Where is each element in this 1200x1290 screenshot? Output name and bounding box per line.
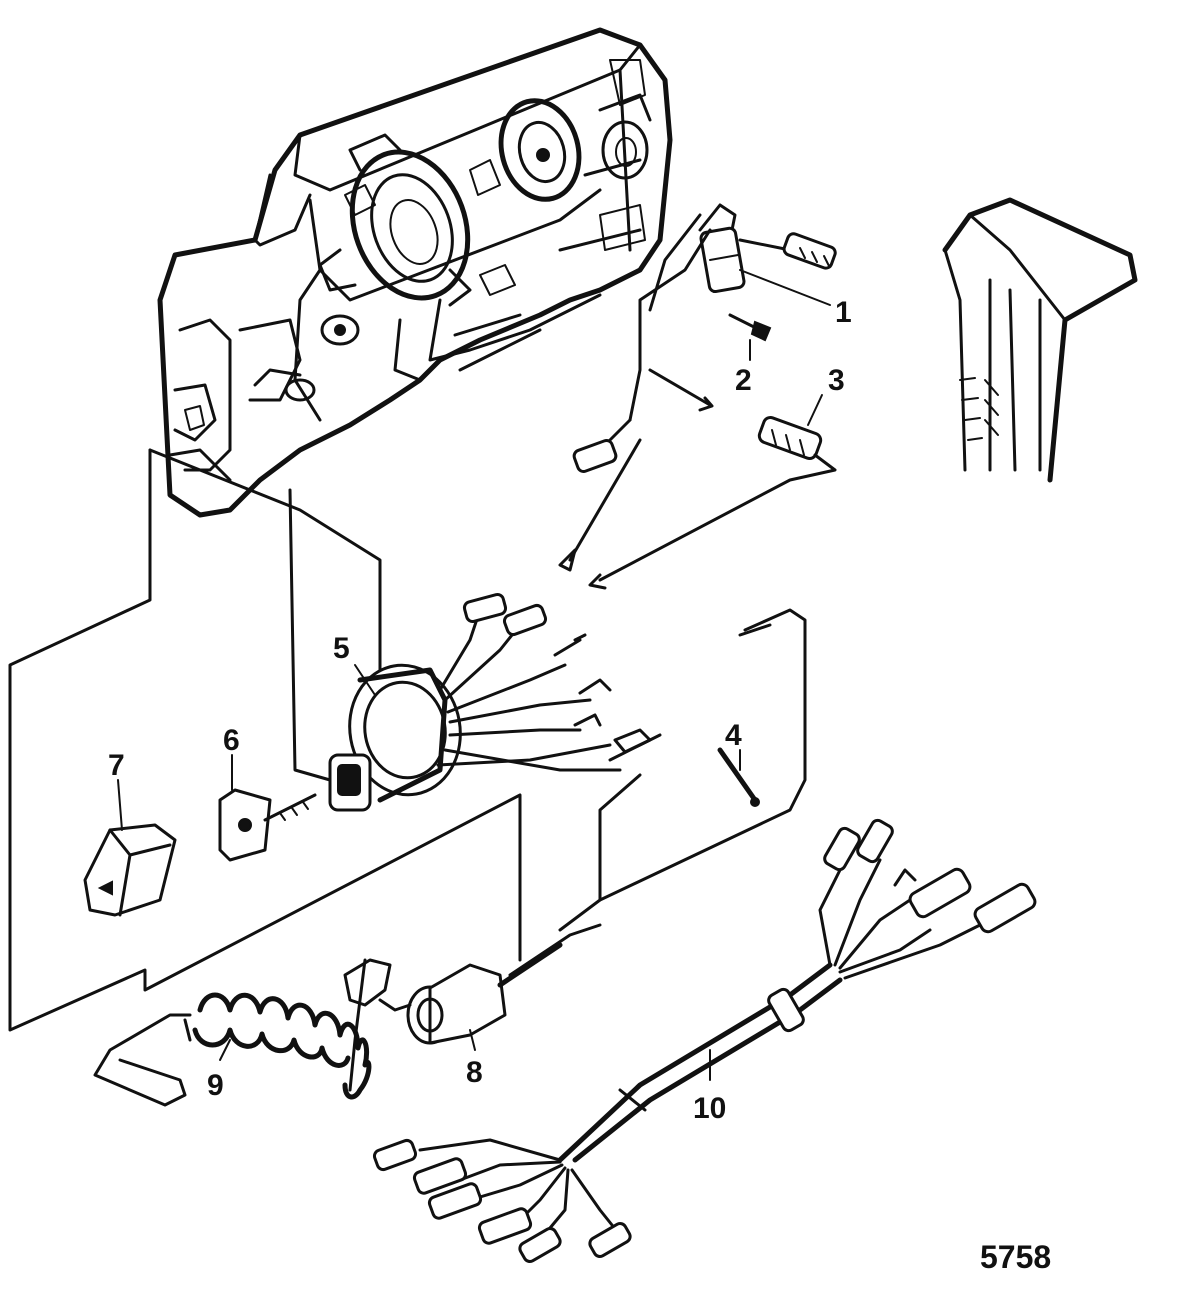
callout-labels: 1 2 3 4 5 6 7 8 9 10 xyxy=(108,296,852,1125)
part-9-lanyard xyxy=(93,958,412,1107)
callout-leaders xyxy=(117,269,831,1081)
callout-6: 6 xyxy=(223,724,240,757)
callout-7: 7 xyxy=(108,749,125,782)
leader-7 xyxy=(117,779,123,831)
part-8-stop-switch xyxy=(406,923,602,1045)
part-3-connector xyxy=(558,415,837,590)
part-4-pin xyxy=(717,747,760,807)
callout-5: 5 xyxy=(333,632,350,665)
callout-8: 8 xyxy=(466,1056,483,1089)
leader-3 xyxy=(807,394,823,426)
part-2-screw xyxy=(728,313,772,342)
callout-2: 2 xyxy=(735,364,752,397)
callout-10: 10 xyxy=(693,1092,726,1125)
assembly-outline xyxy=(8,448,522,1032)
leader-1 xyxy=(739,269,831,306)
part-1-switch xyxy=(628,203,837,422)
part-5-ignition-switch xyxy=(328,593,807,932)
figure-number: 5758 xyxy=(980,1239,1051,1275)
leader-9 xyxy=(219,1039,231,1061)
leader-8 xyxy=(469,1029,476,1051)
callout-4: 4 xyxy=(725,719,742,752)
callout-9: 9 xyxy=(207,1069,224,1102)
cover-piece xyxy=(942,197,1138,483)
callout-1: 1 xyxy=(835,296,852,329)
control-housing xyxy=(157,27,673,518)
part-6-key xyxy=(218,788,317,862)
part-10-harness xyxy=(372,818,1037,1263)
part-7-button xyxy=(83,823,177,917)
callout-3: 3 xyxy=(828,364,845,397)
leader-5 xyxy=(354,664,376,696)
